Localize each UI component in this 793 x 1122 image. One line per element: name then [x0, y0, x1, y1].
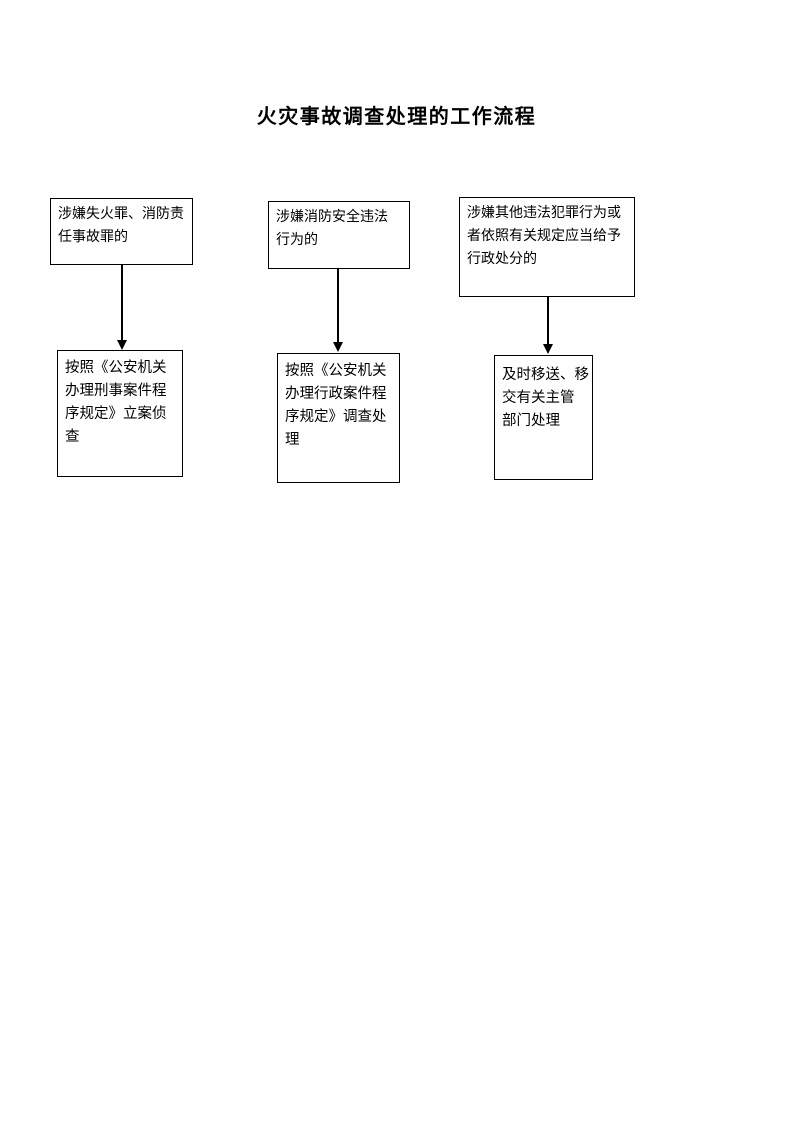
node-transfer-to-authorities: 及时移送、移 交有关主管 部门处理	[494, 355, 593, 480]
node-text-line: 行政处分的	[467, 252, 537, 267]
node-administrative-case-procedure: 按照《公安机关 办理行政案件程 序规定》调查处 理	[277, 353, 400, 483]
node-text-line: 按照《公安机关	[65, 360, 167, 376]
node-text-line: 涉嫌失火罪、消防责	[58, 207, 184, 222]
node-text-line: 办理刑事案件程	[65, 383, 167, 399]
node-text-line: 理	[285, 432, 300, 448]
arrow-shaft	[337, 269, 339, 342]
node-text-line: 交有关主管	[502, 390, 575, 406]
node-fire-safety-violation-suspected: 涉嫌消防安全违法 行为的	[268, 201, 410, 269]
node-other-violation-suspected: 涉嫌其他违法犯罪行为或 者依照有关规定应当给予 行政处分的	[459, 197, 635, 297]
arrow-down-icon	[333, 342, 343, 352]
node-arson-crime-suspected: 涉嫌失火罪、消防责 任事故罪的	[50, 198, 193, 265]
node-text-line: 办理行政案件程	[285, 386, 387, 402]
connector-arrow-transfer	[543, 297, 553, 354]
node-text-line: 序规定》立案侦	[65, 406, 167, 422]
node-text-line: 行为的	[276, 233, 318, 248]
connector-arrow-criminal	[117, 265, 127, 350]
connector-arrow-administrative	[333, 269, 343, 352]
arrow-down-icon	[117, 340, 127, 350]
node-text-line: 者依照有关规定应当给予	[467, 229, 621, 244]
node-text-line: 序规定》调查处	[285, 409, 387, 425]
node-criminal-case-procedure: 按照《公安机关 办理刑事案件程 序规定》立案侦 查	[57, 350, 183, 477]
node-text-line: 按照《公安机关	[285, 363, 387, 379]
node-text-line: 查	[65, 429, 80, 445]
node-text-line: 涉嫌消防安全违法	[276, 210, 388, 225]
node-text-line: 任事故罪的	[58, 230, 128, 245]
arrow-down-icon	[543, 344, 553, 354]
arrow-shaft	[121, 265, 123, 340]
arrow-shaft	[547, 297, 549, 344]
node-text-line: 及时移送、移	[502, 367, 589, 383]
page-title: 火灾事故调查处理的工作流程	[256, 106, 537, 128]
node-text-line: 部门处理	[502, 413, 560, 429]
node-text-line: 涉嫌其他违法犯罪行为或	[467, 206, 621, 221]
